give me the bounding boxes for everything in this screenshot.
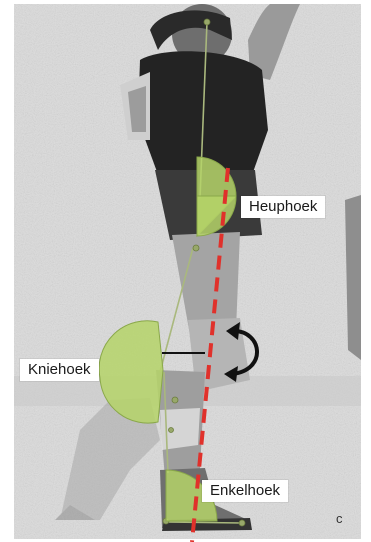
ankle-angle-label: Enkelhoek xyxy=(202,480,288,502)
corner-mark: c xyxy=(336,511,343,526)
hip-angle-label: Heuphoek xyxy=(241,196,325,218)
knee-angle-label: Kniehoek xyxy=(20,359,99,381)
